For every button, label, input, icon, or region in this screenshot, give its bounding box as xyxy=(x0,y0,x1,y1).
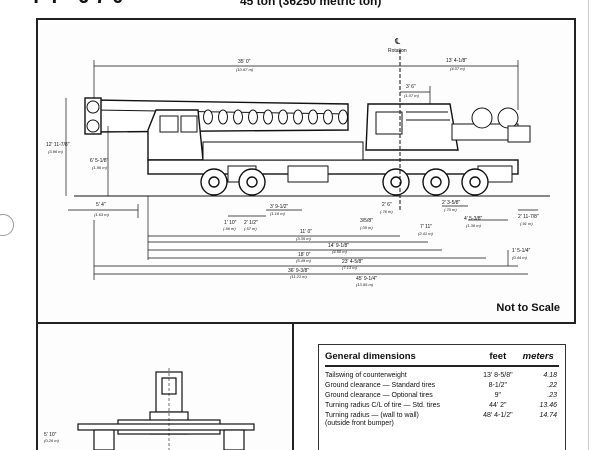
superstructure xyxy=(365,103,531,151)
row-meters: 4.18 xyxy=(543,372,557,379)
dim-11-0-m: (3.35 m) xyxy=(296,236,312,241)
dimension-lines xyxy=(65,60,538,280)
table-title: General dimensions xyxy=(325,349,479,367)
row-label: Turning radius — (wall to wall) (outside… xyxy=(325,411,478,429)
row-feet: 44' 2" xyxy=(489,402,507,409)
model-title: TT-670 xyxy=(30,0,129,9)
table-row: Ground clearance — Standard tires 8-1/2"… xyxy=(325,381,559,391)
row-label: Turning radius C/L of tire — Std. tires xyxy=(325,402,441,409)
dim-2-11-7-8-m: (.91 m) xyxy=(520,221,533,226)
row-label: Ground clearance — Optional tires xyxy=(325,392,433,399)
page-edge xyxy=(588,0,599,450)
dim-36-9-3-8: 36' 9-3/8" xyxy=(288,268,309,274)
row-feet: 8-1/2" xyxy=(488,382,508,389)
dim-7-11: 7' 11" xyxy=(420,224,432,230)
crane-front-view-svg: 5' 10" (0.26 m) xyxy=(44,368,255,450)
dim-2-1-2: 2' 1/2" xyxy=(244,220,258,226)
row-label: Tailswing of counterweight xyxy=(325,372,407,379)
dim-3-5-8: 3/5/8" xyxy=(360,218,373,224)
dim-1-10-m: (.56 m) xyxy=(223,226,236,231)
boom-head-sheaves xyxy=(84,97,102,135)
rotation-label: Rotation xyxy=(388,48,407,54)
capacity-subtitle: 45 ton (36250 metric ton) xyxy=(240,0,382,8)
dim-1-10: 1' 10" xyxy=(224,220,237,226)
row-meters: .22 xyxy=(547,382,557,389)
dim-14-9-1-8-m: (4.50 m) xyxy=(332,249,348,254)
dim-2-11-7-8: 2' 11-7/8" xyxy=(518,214,539,220)
dim-rot-offset: 3' 6" xyxy=(406,84,416,90)
front-view-drawing: 5' 10" (0.26 m) xyxy=(36,324,294,450)
dim-18-0-m: (5.49 m) xyxy=(296,258,312,263)
table-row: Ground clearance — Optional tires 9" .23 xyxy=(325,391,559,401)
dim-overall-top: 35' 0" xyxy=(238,59,251,65)
col-meters: meters xyxy=(517,349,559,367)
dim-3-9-1-2: 3' 9-1/2" xyxy=(270,204,289,210)
dim-2-3-5-8: 2' 3-5/8" xyxy=(442,200,461,206)
dim-cab-height-m: (1.96 m) xyxy=(92,165,108,170)
dim-front-overhang: 5' 4" xyxy=(96,202,106,208)
dim-height-m: (3.96 m) xyxy=(48,149,64,154)
dim-45-9-1-4: 45' 9-1/4" xyxy=(356,276,377,282)
dim-4-5-3-8-m: (1.36 m) xyxy=(466,223,482,228)
dim-36-9-3-8-m: (11.21 m) xyxy=(290,274,307,279)
table-row: Turning radius — (wall to wall) (outside… xyxy=(325,411,559,429)
table-row: Tailswing of counterweight 13' 8-5/8" 4.… xyxy=(325,366,559,381)
dim-23-4-5-8-m: (7.13 m) xyxy=(342,265,358,270)
side-dim-m: (0.26 m) xyxy=(44,438,60,443)
dim-1-5-1-4-m: (0.44 m) xyxy=(512,255,528,260)
general-dimensions-table-box: General dimensions feet meters Tailswing… xyxy=(318,344,566,450)
dim-23-4-5-8: 23' 4-5/8" xyxy=(342,259,363,265)
row-meters: 14.74 xyxy=(539,412,557,419)
dim-2-6-m: (.76 m) xyxy=(380,209,393,214)
dim-overall-top-m: (10.67 m) xyxy=(236,67,254,72)
dim-11-0: 11' 0" xyxy=(300,229,312,235)
row-feet: 9" xyxy=(494,392,502,399)
dim-rear-top: 13' 4-1/8" xyxy=(446,58,467,64)
crane-side-elevation-svg: ℄ Rotation 35' 0" (10.67 m) 13' 4-1/8" (… xyxy=(46,37,550,287)
dim-2-3-5-8-m: (.70 m) xyxy=(444,207,457,212)
side-elevation-drawing: ℄ Rotation 35' 0" (10.67 m) 13' 4-1/8" (… xyxy=(36,18,576,324)
dim-1-5-1-4: 1' 5-1/4" xyxy=(512,248,531,254)
table-row: Turning radius C/L of tire — Std. tires … xyxy=(325,401,559,411)
dim-2-1-2-m: (.57 m) xyxy=(244,226,257,231)
row-meters: .23 xyxy=(547,392,557,399)
dim-height: 12' 11-7/8" xyxy=(46,142,70,148)
binder-hole xyxy=(0,214,14,236)
dim-rear-top-m: (4.07 m) xyxy=(450,66,466,71)
dim-2-6: 2' 6" xyxy=(382,202,392,208)
row-label-line1: Turning radius — (wall to wall) xyxy=(325,412,419,419)
wheels xyxy=(200,168,489,196)
dim-front-overhang-m: (1.63 m) xyxy=(94,212,110,217)
dim-4-5-3-8: 4' 5-3/8" xyxy=(464,216,483,222)
col-feet: feet xyxy=(478,349,518,367)
rotation-symbol: ℄ xyxy=(394,37,401,46)
row-label: Ground clearance — Standard tires xyxy=(325,382,436,389)
row-label-line2: (outside front bumper) xyxy=(325,420,394,427)
carrier-cab xyxy=(147,109,204,161)
row-feet: 48' 4-1/2" xyxy=(483,412,513,419)
dim-cab-height: 6' 5-1/8" xyxy=(90,158,109,164)
side-dim: 5' 10" xyxy=(44,432,57,438)
dim-3-5-8-m: (.09 m) xyxy=(360,225,373,230)
general-dimensions-table: General dimensions feet meters Tailswing… xyxy=(325,349,559,429)
dim-14-9-1-8: 14' 9-1/8" xyxy=(328,243,349,249)
dim-45-9-1-4-m: (13.95 m) xyxy=(356,282,374,287)
row-feet: 13' 8-5/8" xyxy=(483,372,513,379)
dim-7-11-m: (2.41 m) xyxy=(418,231,434,236)
boom xyxy=(93,99,349,133)
dim-rot-offset-m: (1.07 m) xyxy=(404,93,420,98)
not-to-scale-note: Not to Scale xyxy=(496,302,560,314)
carrier-chassis xyxy=(147,141,519,183)
dim-3-9-1-2-m: (1.16 m) xyxy=(270,211,286,216)
dim-18-0: 18' 0" xyxy=(298,252,311,258)
row-meters: 13.46 xyxy=(539,402,557,409)
